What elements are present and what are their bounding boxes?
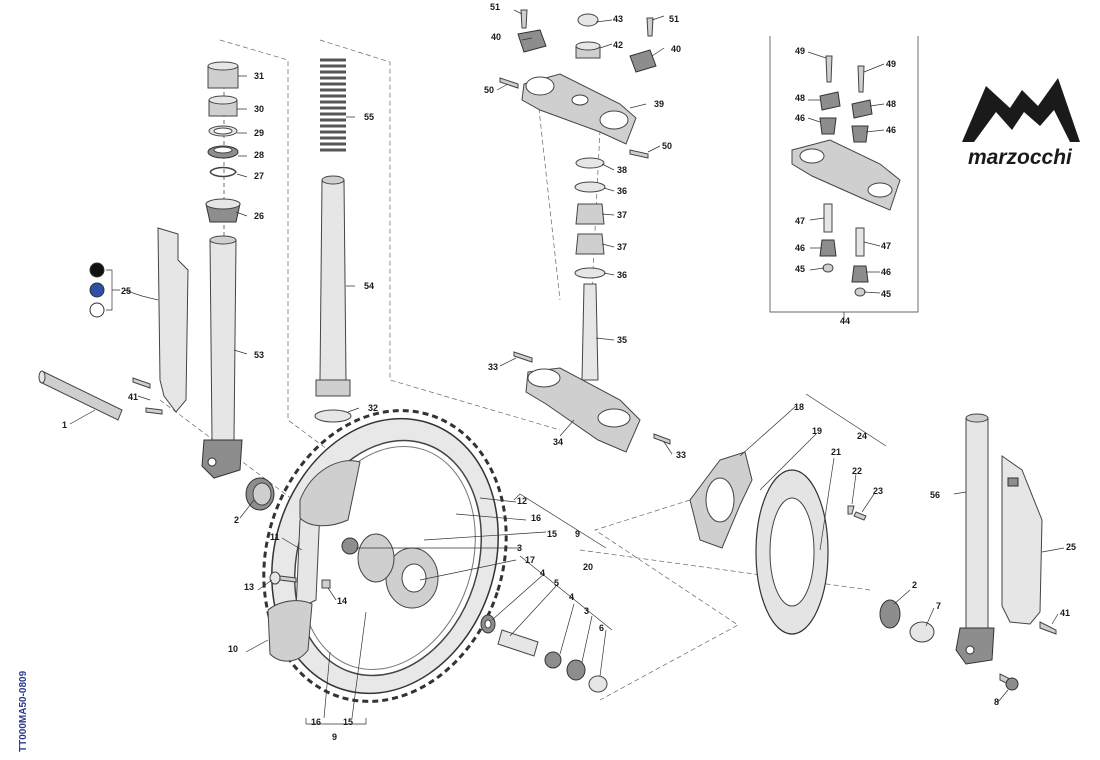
part-label: 34 <box>553 437 563 447</box>
part-label: 41 <box>1060 608 1070 618</box>
part-label: 25 <box>1066 542 1076 552</box>
part-label: 33 <box>676 450 686 460</box>
triple-clamp-assembly <box>499 9 671 453</box>
part-label: 39 <box>654 99 664 109</box>
part-label: 18 <box>794 402 804 412</box>
part-label: 3 <box>517 543 522 553</box>
part-label: 24 <box>857 431 867 441</box>
part-label: 48 <box>795 93 805 103</box>
part-label: 41 <box>128 392 138 402</box>
leader-lines <box>69 9 1065 719</box>
part-label: 26 <box>254 211 264 221</box>
part-label: 54 <box>364 281 374 291</box>
part-label: 43 <box>613 14 623 24</box>
part-label: 33 <box>488 362 498 372</box>
part-label: 56 <box>930 490 940 500</box>
part-label: 49 <box>795 46 805 56</box>
part-label: 36 <box>617 186 627 196</box>
part-label: 45 <box>795 264 805 274</box>
part-label: 37 <box>617 210 627 220</box>
part-label: 55 <box>364 112 374 122</box>
part-label: 4 <box>540 568 545 578</box>
part-label: 46 <box>795 243 805 253</box>
part-label: 6 <box>599 623 604 633</box>
part-label: 32 <box>368 403 378 413</box>
part-label: 37 <box>617 242 627 252</box>
brand-name: marzocchi <box>968 146 1073 169</box>
part-label: 10 <box>228 644 238 654</box>
part-label: 2 <box>234 515 239 525</box>
part-label: 4 <box>569 592 574 602</box>
part-label: 51 <box>669 14 679 24</box>
part-label: 46 <box>886 125 896 135</box>
color-options <box>89 262 120 318</box>
part-label: 44 <box>840 316 850 326</box>
part-label: 48 <box>886 99 896 109</box>
part-label: 15 <box>547 529 557 539</box>
part-label: 23 <box>873 486 883 496</box>
part-label: 20 <box>583 562 593 572</box>
part-label: 12 <box>517 496 527 506</box>
drawing-code: TT000MA50-0809 <box>18 670 29 752</box>
left-fork-assembly <box>38 61 275 511</box>
part-label: 9 <box>575 529 580 539</box>
part-label: 45 <box>881 289 891 299</box>
part-label: 40 <box>491 32 501 42</box>
part-label: 19 <box>812 426 822 436</box>
part-label: 30 <box>254 104 264 114</box>
part-label: 47 <box>881 241 891 251</box>
part-label: 13 <box>244 582 254 592</box>
spring-cartridge <box>314 58 352 423</box>
part-label: 27 <box>254 171 264 181</box>
part-label: 29 <box>254 128 264 138</box>
part-label: 38 <box>617 165 627 175</box>
part-label: 5 <box>554 578 559 588</box>
part-label: 31 <box>254 71 264 81</box>
part-label: 25 <box>121 286 131 296</box>
part-label: 17 <box>525 555 535 565</box>
part-label: 1 <box>62 420 67 430</box>
part-label: 2 <box>912 580 917 590</box>
part-label: 46 <box>881 267 891 277</box>
axle-parts <box>341 537 608 693</box>
part-label: 51 <box>490 2 500 12</box>
group-brackets <box>305 393 887 725</box>
front-wheel <box>262 409 508 703</box>
part-number-labels: 1 2 2 3 3 4 4 5 6 7 8 9 9 10 11 12 13 14… <box>62 2 1076 742</box>
part-label: 16 <box>311 717 321 727</box>
part-label: 7 <box>936 601 941 611</box>
part-label: 46 <box>795 113 805 123</box>
part-label: 15 <box>343 717 353 727</box>
kit-44 <box>769 36 919 320</box>
part-label: 11 <box>270 532 280 542</box>
part-label: 50 <box>662 141 672 151</box>
marzocchi-logo: marzocchi <box>962 78 1080 169</box>
part-label: 50 <box>484 85 494 95</box>
part-label: 3 <box>584 606 589 616</box>
part-label: 16 <box>531 513 541 523</box>
marzocchi-m-logo-icon <box>962 78 1080 142</box>
swatch-black <box>89 262 105 278</box>
part-label: 47 <box>795 216 805 226</box>
spring-55 <box>320 58 346 152</box>
part-label: 28 <box>254 150 264 160</box>
part-label: 36 <box>617 270 627 280</box>
part-label: 9 <box>332 732 337 742</box>
brake-disc-assembly <box>689 451 1019 691</box>
part-label: 22 <box>852 466 862 476</box>
part-label: 53 <box>254 350 264 360</box>
part-label: 40 <box>671 44 681 54</box>
swatch-blue <box>89 282 105 298</box>
right-fork-assembly <box>955 413 1057 665</box>
part-label: 35 <box>617 335 627 345</box>
swatch-white <box>89 302 105 318</box>
part-label: 21 <box>831 447 841 457</box>
part-label: 42 <box>613 40 623 50</box>
part-label: 8 <box>994 697 999 707</box>
part-label: 49 <box>886 59 896 69</box>
part-label: 14 <box>337 596 347 606</box>
